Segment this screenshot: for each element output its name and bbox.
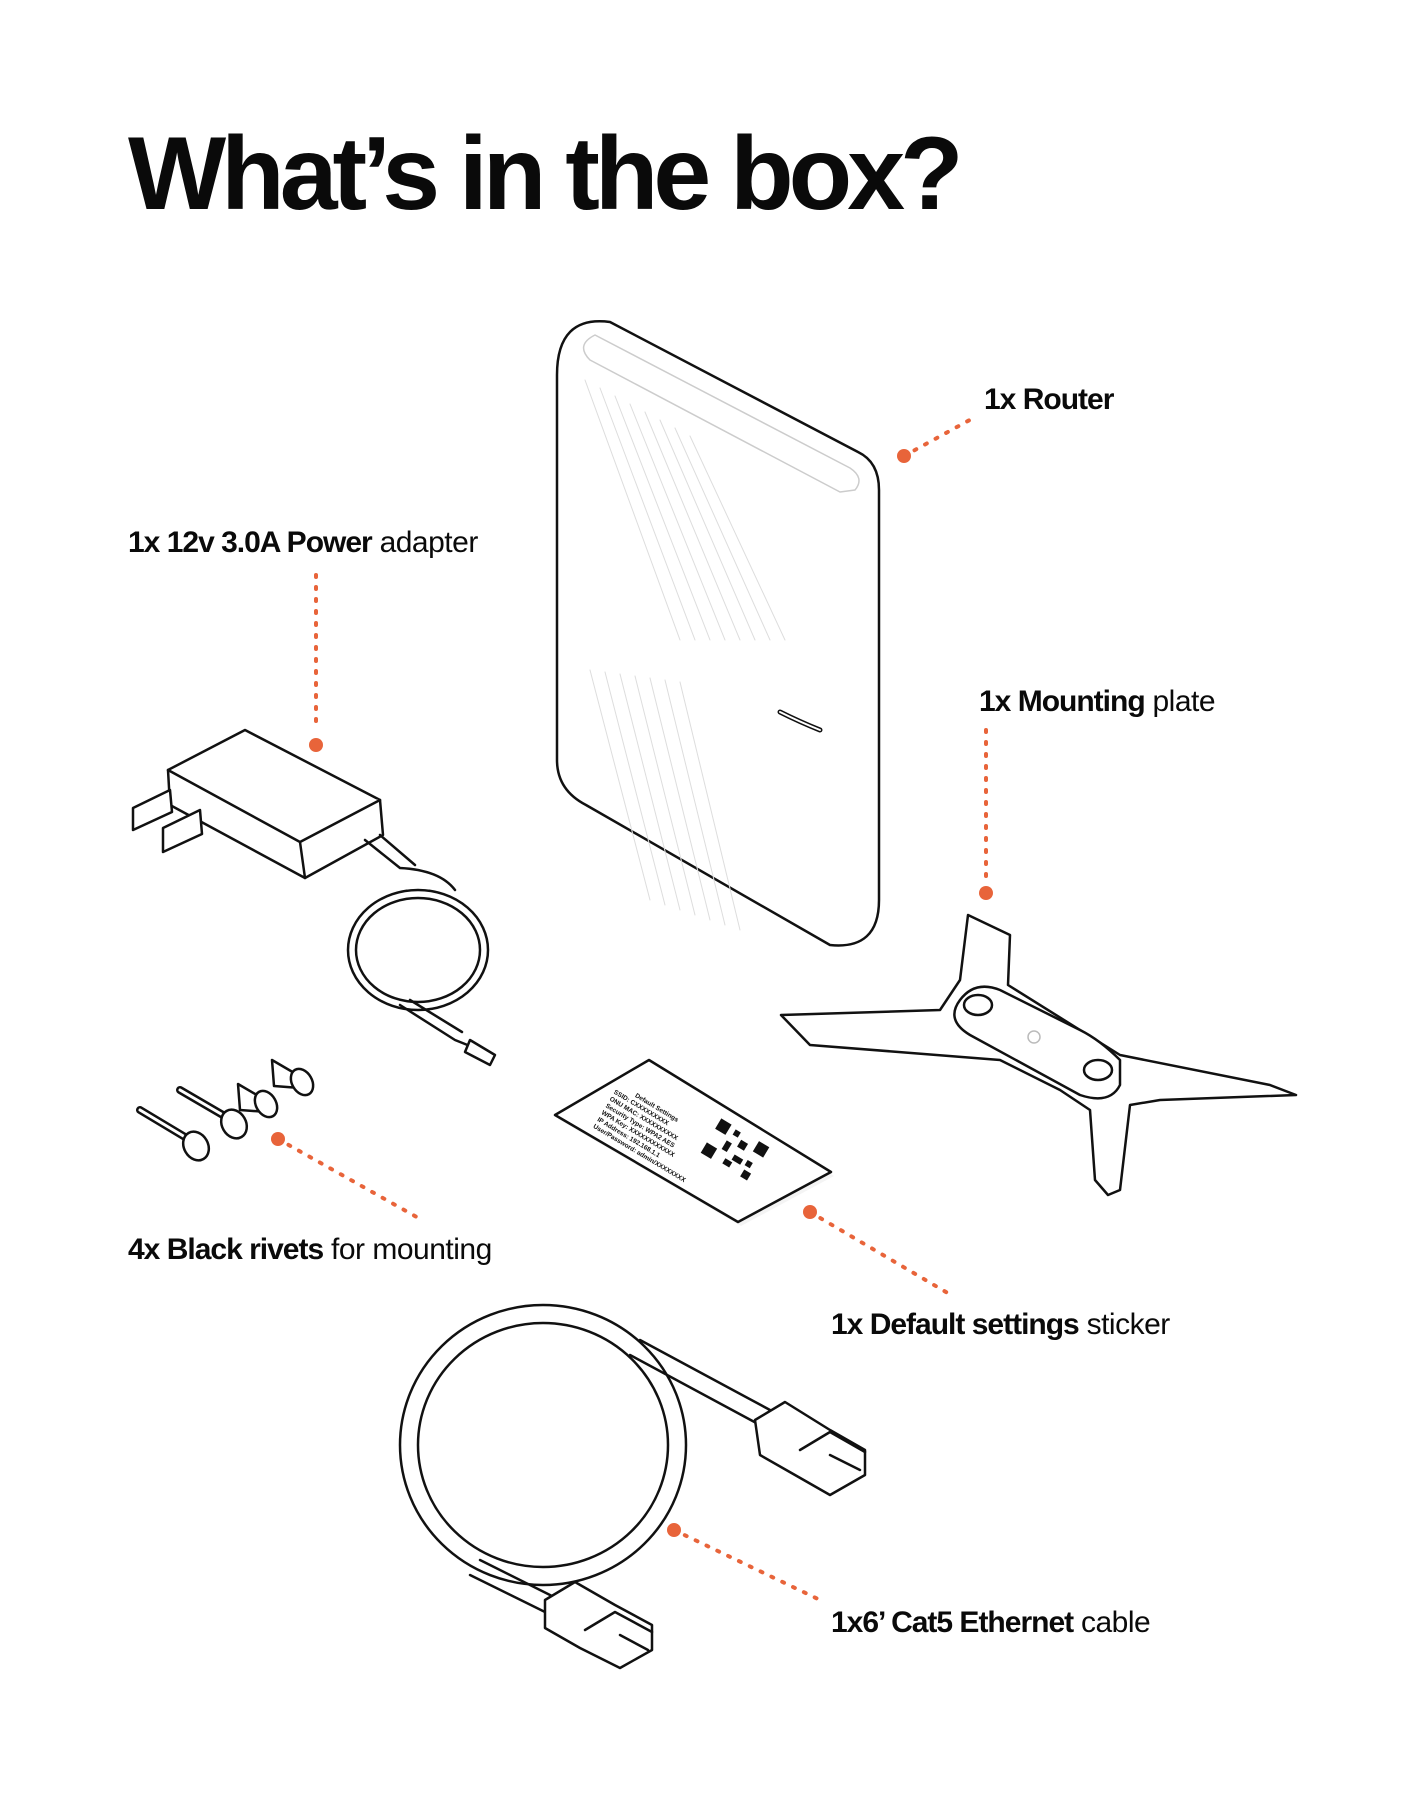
label-bold: 1x Default settings xyxy=(831,1308,1080,1341)
label-regular: for mounting xyxy=(331,1233,492,1266)
leader-dots xyxy=(271,449,993,1537)
label-sticker: 1x Default settings sticker xyxy=(831,1310,1170,1340)
rivets-illustration xyxy=(136,1058,315,1162)
power-adapter-illustration xyxy=(131,728,497,1067)
label-regular: plate xyxy=(1152,685,1216,718)
label-rivets: 4x Black rivets for mounting xyxy=(128,1235,492,1265)
label-mounting-plate: 1x Mounting plate xyxy=(979,685,1216,718)
mounting-plate-illustration xyxy=(779,913,1298,1197)
leader-lines xyxy=(276,414,988,1601)
label-regular: cable xyxy=(1080,1606,1151,1639)
label-power-adapter: 1x 12v 3.0A Power adapter xyxy=(128,528,478,558)
label-ethernet-cable: 1x6’ Cat5 Ethernet cable xyxy=(831,1606,1151,1639)
router-texture xyxy=(584,379,786,931)
label-bold: 1x 12v 3.0A Power xyxy=(128,526,373,559)
label-bold: 1x Mounting xyxy=(979,685,1146,718)
label-bold: 1x6’ Cat5 Ethernet xyxy=(831,1606,1074,1639)
router-illustration xyxy=(555,320,881,947)
sticker-qr-code xyxy=(697,1115,773,1185)
ethernet-cable-illustration xyxy=(398,1303,867,1670)
label-bold: 4x Black rivets xyxy=(128,1233,324,1266)
default-settings-sticker-illustration xyxy=(553,1058,834,1226)
label-bold: 1x Router xyxy=(984,383,1114,416)
label-regular: adapter xyxy=(379,526,479,559)
label-regular: sticker xyxy=(1086,1308,1171,1341)
label-router: 1x Router xyxy=(984,383,1114,416)
page-title: What’s in the box? xyxy=(128,116,964,232)
